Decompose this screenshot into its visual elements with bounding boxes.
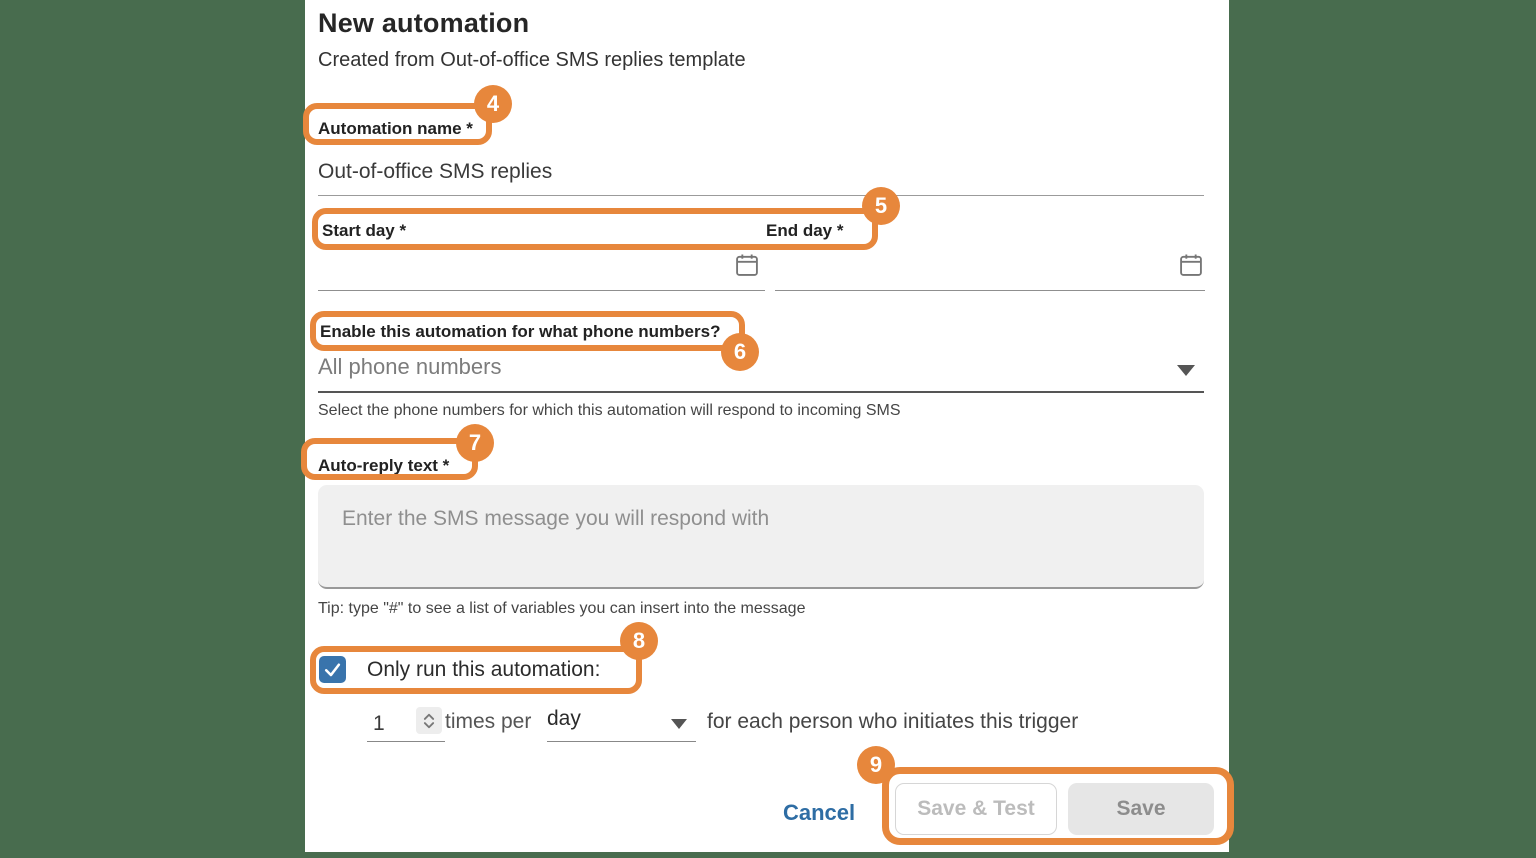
- times-stepper[interactable]: [416, 707, 442, 734]
- calendar-icon[interactable]: [733, 251, 761, 279]
- automation-name-label: Automation name *: [318, 119, 473, 138]
- start-day-label: Start day *: [322, 221, 407, 240]
- checkmark-icon: [324, 663, 341, 677]
- page-title: New automation: [318, 8, 530, 38]
- chevron-down-icon: [671, 719, 687, 729]
- automation-name-input[interactable]: [318, 149, 1204, 196]
- phone-numbers-helper: Select the phone numbers for which this …: [318, 402, 901, 419]
- annotation-badge-9: 9: [857, 746, 895, 784]
- only-run-label: Only run this automation:: [367, 658, 601, 681]
- save-button[interactable]: Save: [1068, 783, 1214, 835]
- new-automation-panel: New automation Created from Out-of-offic…: [301, 0, 1234, 852]
- annotation-badge-7: 7: [456, 424, 494, 462]
- annotation-badge-4: 4: [474, 85, 512, 123]
- auto-reply-tip: Tip: type "#" to see a list of variables…: [318, 600, 806, 617]
- end-day-input[interactable]: [775, 252, 1205, 291]
- stepper-arrows-icon: [423, 713, 435, 728]
- save-and-test-button[interactable]: Save & Test: [895, 783, 1057, 835]
- cancel-button[interactable]: Cancel: [783, 800, 856, 825]
- period-dropdown[interactable]: day: [547, 707, 696, 742]
- period-value: day: [547, 707, 581, 730]
- rate-suffix-label: for each person who initiates this trigg…: [707, 710, 1079, 733]
- calendar-icon[interactable]: [1177, 251, 1205, 279]
- auto-reply-label: Auto-reply text *: [318, 456, 450, 475]
- phone-numbers-value: All phone numbers: [318, 354, 502, 379]
- end-day-label: End day *: [766, 221, 844, 240]
- times-per-label: times per: [445, 710, 532, 733]
- start-day-input[interactable]: [318, 252, 765, 291]
- annotation-badge-8: 8: [620, 622, 658, 660]
- auto-reply-textarea[interactable]: [318, 485, 1204, 589]
- phone-numbers-label: Enable this automation for what phone nu…: [320, 322, 721, 341]
- page-subtitle: Created from Out-of-office SMS replies t…: [318, 49, 746, 71]
- only-run-checkbox[interactable]: [319, 656, 346, 683]
- phone-numbers-dropdown[interactable]: All phone numbers: [318, 354, 1204, 393]
- chevron-down-icon: [1177, 365, 1195, 376]
